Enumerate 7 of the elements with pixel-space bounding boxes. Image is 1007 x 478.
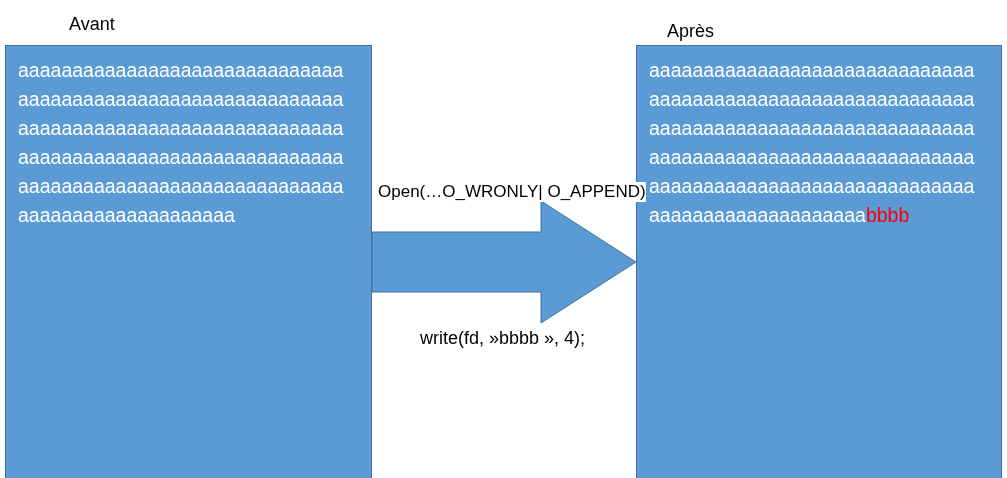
file-content: aaaaaaaaaaaaaaaaaaaaaaaaaaaaaa aaaaaaaaaaaaaaaaaaaaaaaaaaaaaa aaaaaaaaaaaaaaaaaaaaaaaaaaaaaa aaaaaaaaaaaaaaaaaaaaaaaaaaaaaa aaaaaaaaaaaaaaaaaaaaaaaaaaaaaa aaaaaaaaaaaaaaaaaaaa [18,58,345,228]
heading: Après [667,21,715,42]
code-label: write(fd, »bbbb », 4); [420,328,586,349]
heading: Avant [69,14,115,35]
edge-label: Open(…O_WRONLY| O_APPEND) [378,182,646,202]
block-arrow [371,200,637,324]
file-content: aaaaaaaaaaaaaaaaaaaaaaaaaaaaaa aaaaaaaaaaaaaaaaaaaaaaaaaaaaaa aaaaaaaaaaaaaaaaaaaaaaaaaaaaaa aaaaaaaaaaaaaaaaaaaaaaaaaaaaaa aaaaaaaaaaaaaaaaaaaaaaaaaaaaaa aaaaaaaaaaaaaaaaaaaabbbb [649,58,976,228]
